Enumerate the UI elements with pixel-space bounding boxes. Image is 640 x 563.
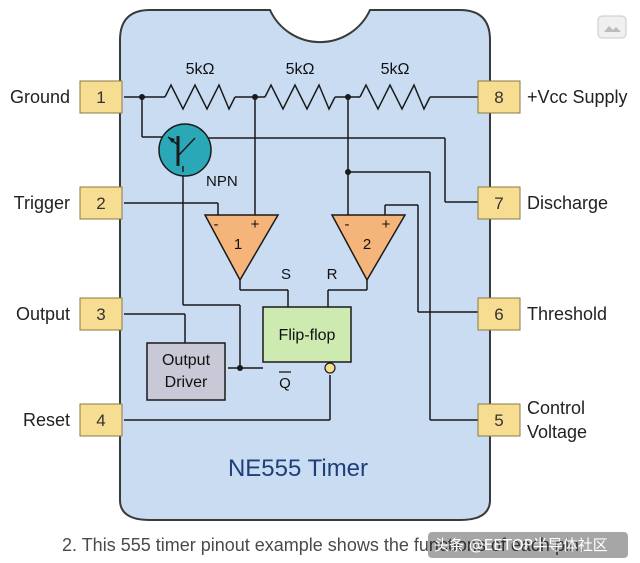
svg-text:Output: Output	[162, 352, 211, 369]
flipflop-r-label: R	[327, 266, 338, 283]
resistor-2: 5kΩ	[264, 61, 336, 111]
svg-text:-: -	[214, 216, 219, 233]
pin-3: 3 Output	[16, 297, 123, 331]
resistor-1-label: 5kΩ	[186, 61, 215, 78]
resistor-3: 5kΩ	[359, 61, 431, 111]
svg-text:Driver: Driver	[165, 374, 208, 391]
flipflop-q-label: Q	[279, 375, 291, 392]
pin-4: 4 Reset	[23, 403, 123, 437]
pin-3-label: Output	[16, 304, 70, 324]
comparator-2-number: 2	[363, 236, 371, 253]
pin-2-label: Trigger	[14, 193, 70, 213]
resistor-1: 5kΩ	[164, 61, 236, 111]
caption: 2. This 555 timer pinout example shows t…	[62, 535, 584, 555]
svg-text:8: 8	[494, 88, 503, 107]
pin-4-label: Reset	[23, 410, 70, 430]
watermark: 头条 @EETOP半导体社区	[428, 532, 628, 558]
flipflop-s-label: S	[281, 266, 291, 283]
pin-7-label: Discharge	[527, 193, 608, 213]
pin-7: 7 Discharge	[477, 186, 608, 220]
resistor-2-label: 5kΩ	[286, 61, 315, 78]
pin-1-label: Ground	[10, 87, 70, 107]
svg-text:6: 6	[494, 305, 503, 324]
svg-text:1: 1	[96, 88, 105, 107]
npn-transistor: NPN	[158, 123, 238, 190]
wires	[124, 94, 478, 421]
resistor-3-label: 5kΩ	[381, 61, 410, 78]
pin-6-label: Threshold	[527, 304, 607, 324]
pin-2: 2 Trigger	[14, 186, 123, 220]
image-icon[interactable]	[597, 15, 627, 39]
pin-5-label-line2: Voltage	[527, 422, 587, 442]
svg-text:-: -	[345, 216, 350, 233]
output-driver: Output Driver	[146, 342, 226, 401]
chip-title: NE555 Timer	[228, 455, 368, 482]
comparator-1: - + 1	[203, 214, 280, 282]
svg-text:2: 2	[96, 194, 105, 213]
transistor-label: NPN	[206, 173, 238, 190]
pin-6: 6 Threshold	[477, 297, 607, 331]
svg-text:+: +	[382, 216, 391, 233]
svg-text:4: 4	[96, 411, 105, 430]
svg-text:3: 3	[96, 305, 105, 324]
chip-body	[119, 9, 491, 521]
flip-flop: Flip-flop Q	[262, 306, 352, 392]
pin-1: 1 Ground	[10, 80, 123, 114]
svg-text:7: 7	[494, 194, 503, 213]
flipflop-label: Flip-flop	[279, 327, 336, 344]
pin-5: 5 Control Voltage	[477, 398, 587, 442]
pin-8-label: +Vcc Supply	[527, 87, 628, 107]
watermark-text: 头条 @EETOP半导体社区	[434, 536, 608, 554]
svg-text:5: 5	[494, 411, 503, 430]
comparator-2: - + 2	[330, 214, 407, 282]
pin-5-label: Control	[527, 398, 585, 418]
comparator-1-number: 1	[234, 236, 242, 253]
pin-8: 8 +Vcc Supply	[477, 80, 628, 114]
svg-text:+: +	[251, 216, 260, 233]
